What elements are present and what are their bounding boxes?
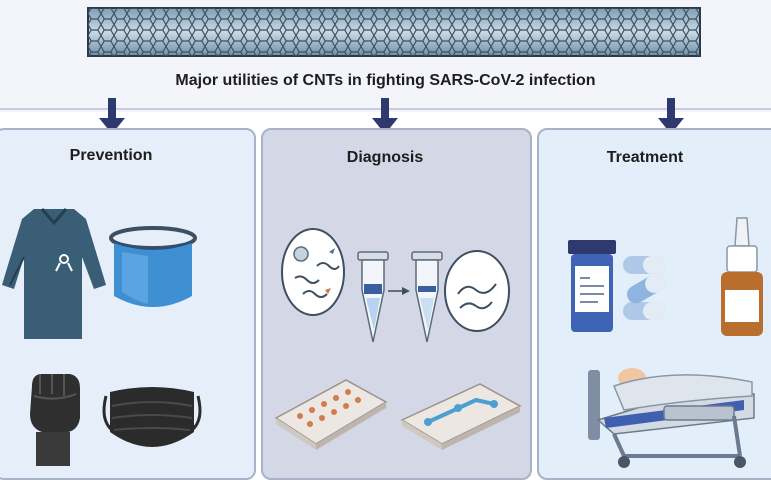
arrow-down-icon	[99, 98, 125, 134]
gloved-fist-icon	[30, 374, 80, 466]
cnt-strand-icon	[444, 250, 510, 332]
arrow-down-icon	[372, 98, 398, 134]
diagram-title: Major utilities of CNTs in fighting SARS…	[175, 72, 596, 89]
virus-sample-icon	[281, 228, 345, 316]
face-mask-icon	[102, 387, 202, 447]
hospital-bed-icon	[588, 368, 755, 468]
detection-icon	[411, 251, 443, 343]
panel-title-treatment: Treatment	[606, 149, 684, 166]
capsule-icon	[623, 256, 666, 320]
microfluidic-chip-icon	[400, 383, 522, 450]
panel-title-diagnosis: Diagnosis	[346, 149, 424, 166]
carbon-nanotube-icon	[87, 7, 701, 57]
panel-title-prevention: Prevention	[69, 147, 153, 164]
arrow-right-icon	[388, 287, 410, 295]
gown-icon	[2, 208, 106, 339]
face-shield-icon	[109, 226, 197, 307]
pill-bottle-icon	[568, 240, 616, 332]
nasal-spray-icon	[721, 217, 763, 336]
arrow-down-icon	[658, 98, 684, 134]
sensor-chip-icon	[274, 379, 388, 450]
test-tube-icon	[357, 251, 389, 343]
